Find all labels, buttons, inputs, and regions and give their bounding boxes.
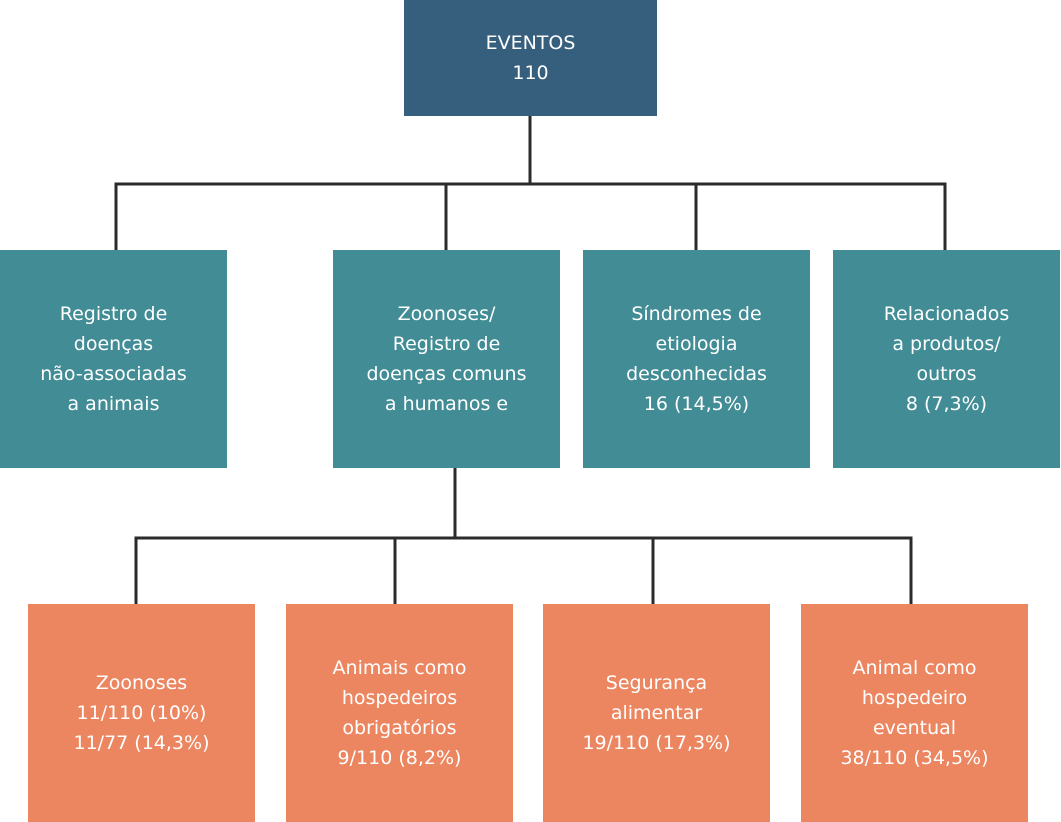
node-value: 8 (7,3%): [905, 393, 988, 415]
root-node-title: EVENTOS: [485, 32, 576, 54]
node-label-line: Relacionados: [883, 303, 1010, 325]
node-label-line: Zoonoses/: [397, 303, 496, 325]
node-zoonoses-registro: Zoonoses/ Registro de doenças comuns a h…: [333, 250, 560, 468]
node-label-line: alimentar: [610, 702, 703, 724]
node-value: 16 (14,5%): [643, 393, 750, 415]
node-label-line: Registro de: [392, 333, 501, 355]
node-label-line: hospedeiro: [861, 687, 968, 709]
node-label-line: doenças: [73, 333, 154, 355]
node-label-line: desconhecidas: [626, 363, 767, 385]
node-label-line: doenças comuns: [366, 363, 527, 385]
node-animais-hospedeiros-obrigatorios: Animais como hospedeiros obrigatórios 9/…: [286, 604, 513, 822]
node-value: 11/77 (14,3%): [73, 732, 210, 754]
node-label-line: a animais: [67, 393, 160, 415]
root-node-eventos: EVENTOS 110: [404, 0, 657, 116]
node-label-line: Zoonoses: [95, 672, 188, 694]
node-label-line: não-associadas: [40, 363, 187, 385]
node-seguranca-alimentar: Segurança alimentar 19/110 (17,3%): [543, 604, 770, 822]
node-relacionados-produtos: Relacionados a produtos/ outros 8 (7,3%): [833, 250, 1060, 468]
node-label-line: Animal como: [852, 657, 977, 679]
node-registro-doencas-nao-associadas: Registro de doenças não-associadas a ani…: [0, 250, 227, 468]
node-label-line: Segurança: [605, 672, 708, 694]
node-zoonoses: Zoonoses 11/110 (10%) 11/77 (14,3%): [28, 604, 255, 822]
node-animal-hospedeiro-eventual: Animal como hospedeiro eventual 38/110 (…: [801, 604, 1028, 822]
node-value: 11/110 (10%): [76, 702, 207, 724]
root-node-count: 110: [512, 62, 549, 84]
node-value: 38/110 (34,5%): [840, 747, 989, 769]
node-label-line: etiologia: [655, 333, 738, 355]
node-label-line: Registro de: [59, 303, 168, 325]
node-value: 9/110 (8,2%): [337, 747, 462, 769]
node-label-line: hospedeiros: [341, 687, 458, 709]
node-label-line: a humanos e: [384, 393, 509, 415]
node-label-line: Síndromes de: [631, 303, 762, 325]
node-label-line: eventual: [872, 717, 957, 739]
node-label-line: obrigatórios: [342, 717, 457, 739]
node-label-line: Animais como: [332, 657, 467, 679]
node-label-line: a produtos/: [892, 333, 1001, 355]
node-value: 19/110 (17,3%): [582, 732, 731, 754]
node-sindromes-etiologia-desconhecidas: Síndromes de etiologia desconhecidas 16 …: [583, 250, 810, 468]
node-label-line: outros: [916, 363, 977, 385]
